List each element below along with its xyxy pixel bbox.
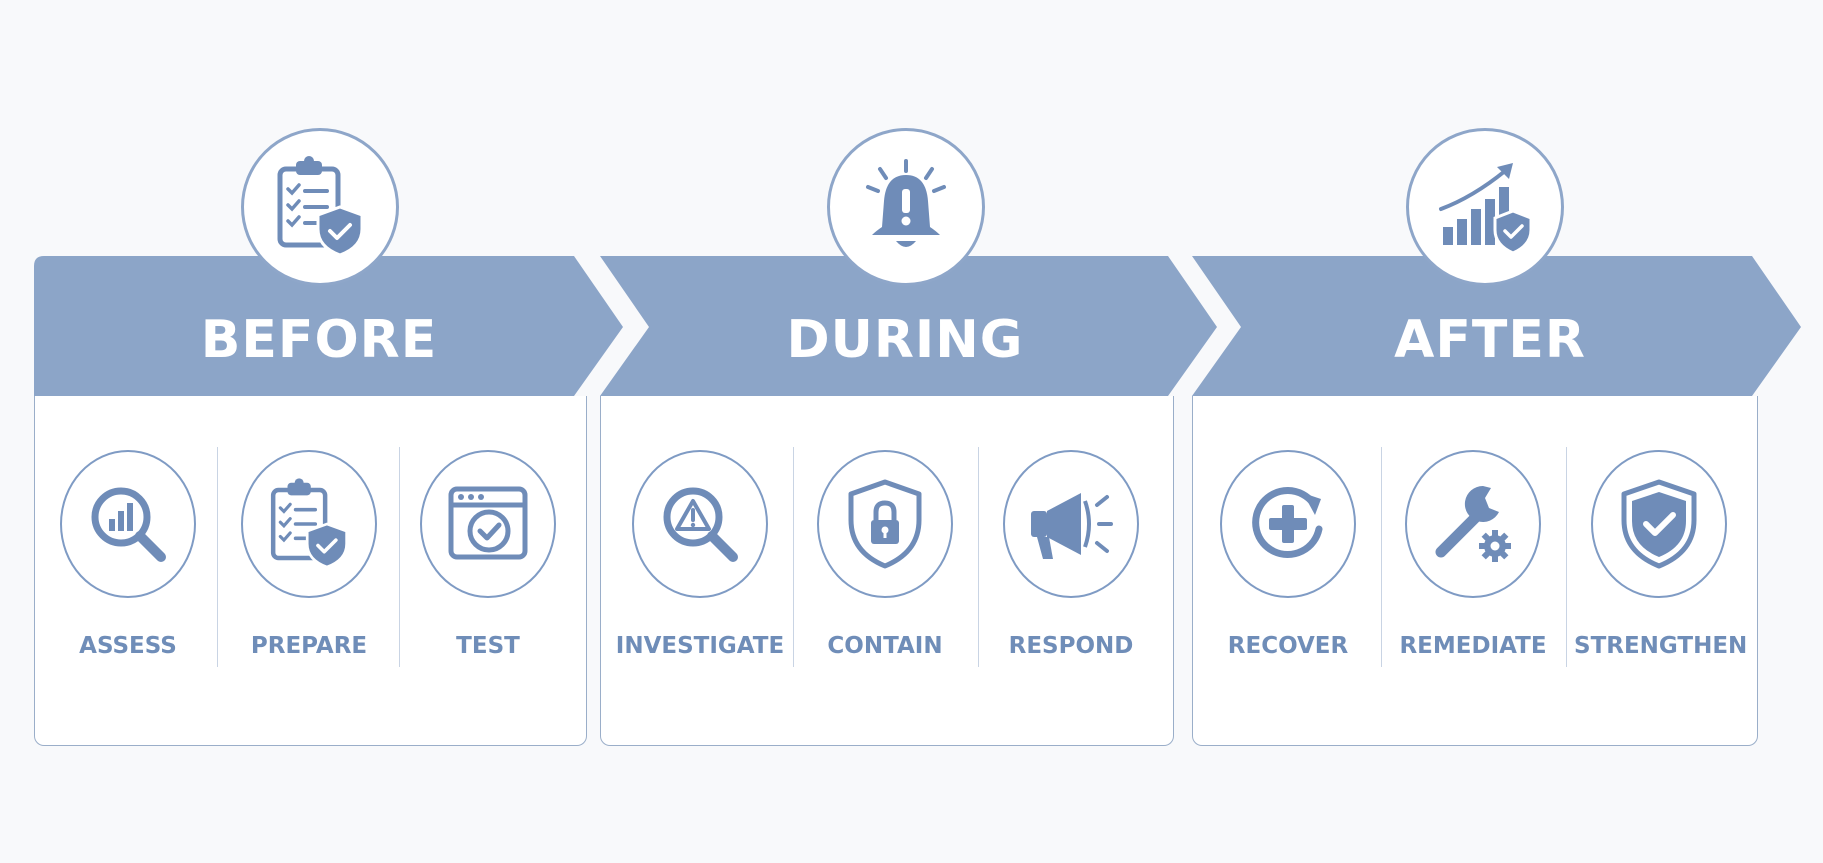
step-label-prepare: PREPARE: [250, 633, 368, 659]
phase-title: BEFORE: [200, 310, 438, 370]
step-label-investigate: INVESTIGATE: [615, 633, 785, 659]
magnifier-chart-icon: [91, 487, 166, 562]
phase-title: DURING: [786, 310, 1024, 370]
growth-chart-shield-icon: [1439, 163, 1533, 255]
phase-title: AFTER: [1394, 310, 1586, 370]
step-label-contain: CONTAIN: [827, 633, 943, 659]
divider: [399, 447, 400, 667]
step-recover: [1220, 450, 1356, 598]
step-label-respond: RESPOND: [1008, 633, 1134, 659]
during-badge: [827, 128, 985, 286]
step-strengthen: [1591, 450, 1727, 598]
divider: [1566, 447, 1567, 667]
before-badge: [241, 128, 399, 286]
step-label-assess: ASSESS: [79, 633, 177, 659]
clipboard-shield-icon: [277, 156, 364, 257]
step-contain: [817, 450, 953, 598]
step-respond: [1003, 450, 1139, 598]
divider: [793, 447, 794, 667]
wrench-gear-icon: [1435, 485, 1511, 562]
after-banner: [1192, 256, 1801, 396]
step-investigate: [632, 450, 768, 598]
shield-lock-icon: [848, 479, 922, 569]
step-prepare: [241, 450, 377, 598]
circular-plus-icon: [1252, 487, 1323, 559]
before-banner: [34, 256, 623, 396]
divider: [217, 447, 218, 667]
step-test: [420, 450, 556, 598]
magnifier-warning-icon: [663, 487, 738, 562]
after-badge: [1406, 128, 1564, 286]
step-label-test: TEST: [456, 633, 520, 659]
step-remediate: [1405, 450, 1541, 598]
divider: [1381, 447, 1382, 667]
step-assess: [60, 450, 196, 598]
clipboard-shield-icon: [270, 478, 348, 569]
step-label-recover: RECOVER: [1227, 633, 1349, 659]
megaphone-icon: [1031, 493, 1113, 559]
step-label-strengthen: STRENGTHEN: [1574, 633, 1748, 659]
alarm-bell-icon: [866, 159, 946, 247]
shield-check-icon: [1621, 479, 1697, 569]
step-label-remediate: REMEDIATE: [1399, 633, 1547, 659]
divider: [978, 447, 979, 667]
browser-check-icon: [448, 486, 528, 560]
during-banner: [600, 256, 1217, 396]
